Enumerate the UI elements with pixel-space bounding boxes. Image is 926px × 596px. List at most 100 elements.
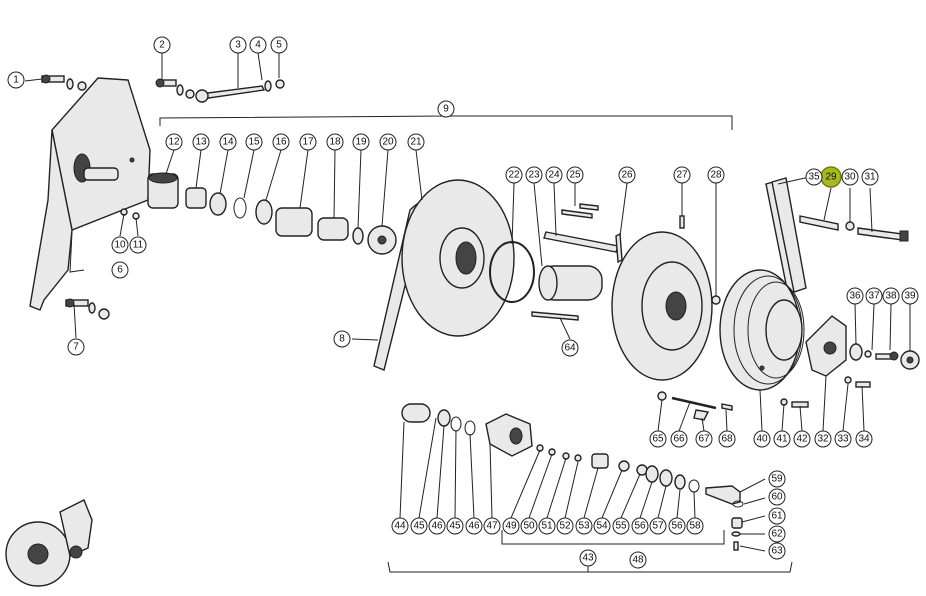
svg-text:32: 32 — [817, 434, 829, 445]
callout-48: 48 — [629, 551, 647, 569]
callout-60: 60 — [768, 488, 786, 506]
svg-text:39: 39 — [904, 291, 916, 302]
callout-5: 5 — [270, 36, 288, 54]
svg-text:56: 56 — [634, 521, 646, 532]
key-64 — [531, 311, 579, 321]
svg-text:57: 57 — [652, 521, 664, 532]
flange-32 — [805, 315, 847, 377]
svg-text:54: 54 — [596, 521, 608, 532]
svg-text:46: 46 — [431, 521, 443, 532]
callout-40: 40 — [753, 430, 771, 448]
svg-text:31: 31 — [864, 172, 876, 183]
callout-2: 2 — [153, 36, 171, 54]
svg-text:37: 37 — [868, 291, 880, 302]
callout-10: 10 — [111, 236, 129, 254]
svg-text:28: 28 — [710, 170, 722, 181]
rod-29-31 — [799, 215, 909, 242]
callout-62: 62 — [768, 525, 786, 543]
svg-text:8: 8 — [339, 334, 345, 345]
callout-12: 12 — [165, 133, 183, 151]
svg-text:55: 55 — [615, 521, 627, 532]
callout-4: 4 — [249, 36, 267, 54]
svg-text:3: 3 — [235, 40, 241, 51]
callout-22: 22 — [505, 166, 523, 184]
svg-text:11: 11 — [133, 240, 144, 251]
callout-29-highlighted: 29 — [820, 166, 842, 188]
parts-41-42 — [780, 398, 809, 408]
callout-6: 6 — [111, 261, 129, 279]
callout-25: 25 — [566, 166, 584, 184]
svg-text:14: 14 — [222, 137, 234, 148]
bolt-7 — [65, 298, 110, 320]
svg-text:67: 67 — [698, 434, 710, 445]
svg-text:29: 29 — [825, 172, 837, 183]
tension-rod — [195, 79, 285, 103]
svg-text:41: 41 — [776, 434, 788, 445]
callout-45-b: 45 — [446, 517, 464, 535]
bracket-plate — [29, 77, 151, 311]
svg-text:35: 35 — [808, 172, 820, 183]
svg-text:48: 48 — [632, 555, 644, 566]
svg-text:9: 9 — [443, 104, 449, 115]
pulley-40 — [719, 269, 805, 391]
svg-text:2: 2 — [159, 40, 165, 51]
callout-56-a: 56 — [631, 517, 649, 535]
callout-59: 59 — [768, 470, 786, 488]
bolt-1 — [41, 74, 87, 91]
callout-35: 35 — [805, 168, 823, 186]
svg-text:64: 64 — [564, 343, 576, 354]
callout-26: 26 — [618, 166, 636, 184]
svg-text:66: 66 — [673, 434, 685, 445]
callout-53: 53 — [575, 517, 593, 535]
svg-text:13: 13 — [195, 137, 207, 148]
bolt-33-34 — [844, 376, 871, 388]
callout-42: 42 — [793, 430, 811, 448]
callout-7: 7 — [67, 338, 85, 356]
callout-39: 39 — [901, 287, 919, 305]
callout-61: 61 — [768, 507, 786, 525]
fitting-59-63 — [705, 485, 744, 551]
svg-text:59: 59 — [771, 474, 783, 485]
callout-67: 67 — [695, 430, 713, 448]
svg-text:60: 60 — [771, 492, 783, 503]
svg-text:27: 27 — [676, 170, 688, 181]
callout-24: 24 — [545, 166, 563, 184]
svg-text:33: 33 — [837, 434, 849, 445]
svg-text:26: 26 — [621, 170, 633, 181]
callout-50: 50 — [520, 517, 538, 535]
callout-3: 3 — [229, 36, 247, 54]
callout-13: 13 — [192, 133, 210, 151]
svg-text:6: 6 — [117, 265, 123, 276]
bolt-2 — [155, 78, 195, 99]
svg-text:40: 40 — [756, 434, 768, 445]
callout-57: 57 — [649, 517, 667, 535]
svg-text:17: 17 — [302, 137, 314, 148]
svg-text:24: 24 — [548, 170, 560, 181]
bolt-37-38 — [864, 350, 899, 361]
pin-26 — [615, 232, 623, 264]
callout-63: 63 — [768, 542, 786, 560]
svg-text:45: 45 — [449, 521, 461, 532]
callout-65: 65 — [649, 430, 667, 448]
callout-23: 23 — [525, 166, 543, 184]
svg-text:50: 50 — [523, 521, 535, 532]
svg-text:25: 25 — [569, 170, 581, 181]
svg-text:7: 7 — [73, 342, 79, 353]
callout-41: 41 — [773, 430, 791, 448]
svg-text:62: 62 — [771, 529, 783, 540]
rail-24 — [543, 231, 619, 253]
callout-38: 38 — [882, 287, 900, 305]
callout-46-a: 46 — [428, 517, 446, 535]
svg-text:49: 49 — [505, 521, 517, 532]
svg-text:10: 10 — [114, 240, 126, 251]
callout-16: 16 — [272, 133, 290, 151]
svg-text:30: 30 — [844, 172, 856, 183]
callout-43: 43 — [579, 549, 597, 567]
svg-text:61: 61 — [771, 511, 783, 522]
svg-text:20: 20 — [382, 137, 394, 148]
svg-text:23: 23 — [528, 170, 540, 181]
callout-56-b: 56 — [668, 517, 686, 535]
callout-37: 37 — [865, 287, 883, 305]
callout-34: 34 — [855, 430, 873, 448]
sleeve-23 — [538, 265, 603, 301]
